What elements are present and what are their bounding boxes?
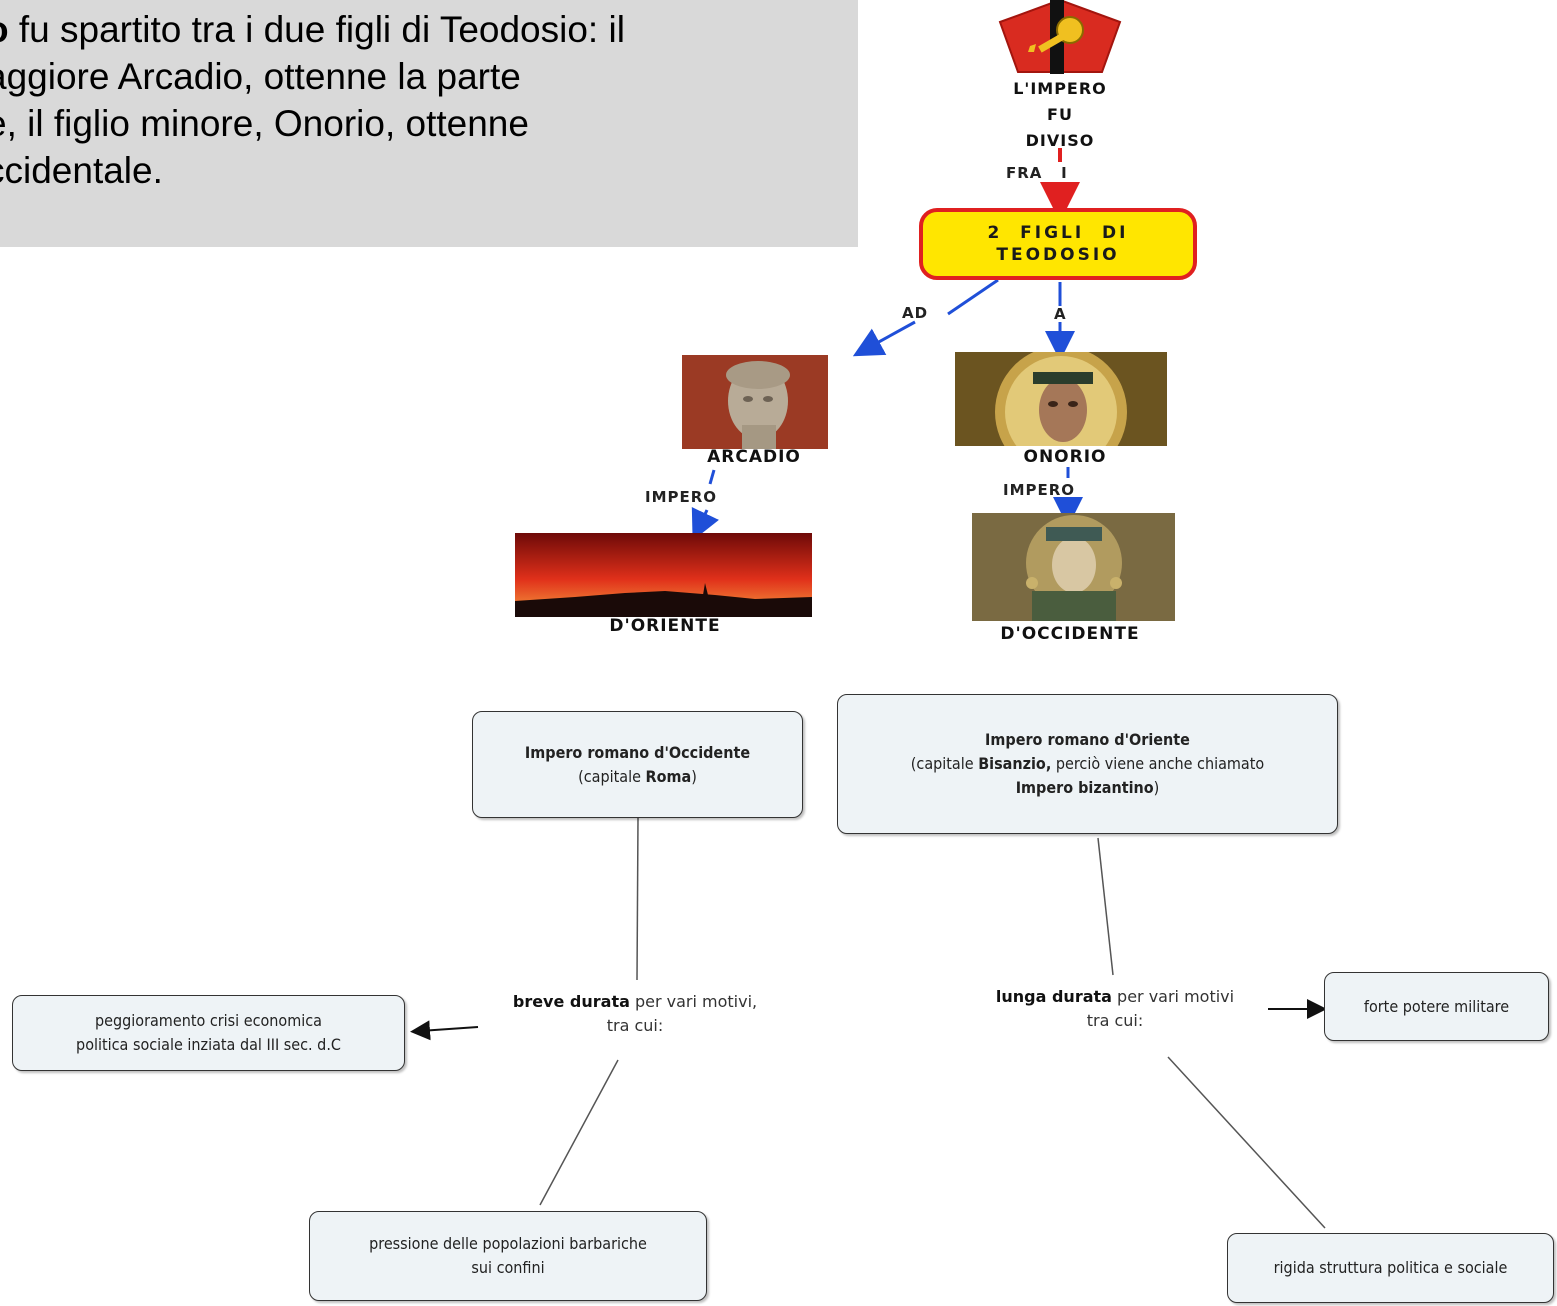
arcadio-label: ARCADIO [707,447,801,467]
rigida-struttura-label: rigida struttura politica e sociale [1273,1258,1508,1277]
lunga-line-2: tra cui: [1086,1011,1144,1030]
root-label-line-1: L'IMPERO [1013,79,1107,98]
connector-impero-oriente [691,507,719,541]
oriente-box-pre: (capitale [910,754,979,773]
mosaic-image [972,513,1175,621]
link-word-ad: AD [902,304,929,322]
onorio-portrait [955,352,1167,446]
oriente-empire-box: Impero romano d'Oriente (capitale Bisanz… [837,694,1338,834]
occidente-label: D'OCCIDENTE [1000,624,1140,644]
pressione-line-1: pressione delle popolazioni barbariche [369,1234,647,1253]
onorio-label: ONORIO [1023,447,1107,467]
oriente-box-post: ) [1153,778,1160,797]
oriente-box-title: Impero romano d'Oriente [985,730,1190,749]
connector-figli-ad [947,278,999,316]
occidente-box-title: Impero romano d'Occidente [524,742,751,762]
oriente-label: D'ORIENTE [609,616,721,636]
intro-paragraph: o fu spartito tra i due figli di Teodosi… [0,6,866,194]
occidente-empire-box: Impero romano d'Occidente (capitale Roma… [472,711,803,818]
lunga-bold: lunga durata [995,987,1112,1006]
forte-potere-label: forte potere militare [1363,996,1510,1016]
imperial-emblem-icon [998,0,1122,74]
arcadio-portrait-image [682,355,828,449]
breve-bold: breve durata [512,992,630,1011]
arcadio-portrait [682,355,828,449]
intro-text-panel [0,0,858,247]
intro-line-1: fu spartito tra i due figli di Teodosio:… [8,9,625,50]
connector-breve-peggioramento [410,1020,479,1041]
onorio-portrait-image [955,352,1167,446]
lunga-rest: per vari motivi [1111,987,1235,1006]
connector-oriente-lunga [1097,837,1114,976]
link-word-impero-left: IMPERO [645,488,718,506]
peggioramento-line-1: peggioramento crisi economica [94,1011,322,1030]
connector-lunga-rigida [1167,1056,1326,1229]
connector-ad-arcadio [852,320,916,357]
connector-arcadio-impero [708,469,716,485]
lunga-durata-node: lunga durata per vari motivi tra cui: [955,985,1275,1033]
link-word-fra: FRA I [1006,164,1068,182]
sunset-image [515,533,812,617]
forte-potere-box: forte potere militare [1324,972,1549,1041]
occidente-box-post: ) [691,766,697,786]
rigida-struttura-box: rigida struttura politica e sociale [1227,1233,1554,1303]
link-word-a: A [1054,305,1067,323]
intro-line-4: ccidentale. [0,150,163,191]
oriente-box-mid: perciò viene anche chiamato [1051,754,1265,773]
root-label-line-3: DIVISO [1025,131,1095,150]
oriente-sunset-image [515,533,812,617]
occidente-mosaic-image [972,513,1175,621]
link-word-impero-right: IMPERO [1003,481,1076,499]
figli-node-label: 2 FIGLI DI TEODOSIO [987,223,1129,265]
pressione-line-2: sui confini [471,1258,545,1277]
connector-breve-pressione [539,1059,619,1206]
oriente-box-capital: Bisanzio, [978,754,1052,773]
pressione-box: pressione delle popolazioni barbariche s… [309,1211,707,1301]
intro-line-3: e, il figlio minore, Onorio, ottenne [0,103,529,144]
peggioramento-line-2: politica sociale inziata dal III sec. d.… [76,1035,341,1054]
oriente-box-alt-name: Impero bizantino [1015,778,1154,797]
breve-line-2: tra cui: [606,1016,664,1035]
occidente-box-capital: Roma [645,766,692,786]
figli-di-teodosio-node: 2 FIGLI DI TEODOSIO [919,208,1197,280]
intro-bold-fragment: o [0,9,9,50]
breve-rest: per vari motivi, [629,992,758,1011]
root-node-label: L'IMPERO FU DIVISO [975,76,1145,154]
intro-line-2: aggiore Arcadio, ottenne la parte [0,56,521,97]
peggioramento-box: peggioramento crisi economica politica s… [12,995,405,1071]
occidente-box-pre: (capitale [578,766,646,786]
connector-occidente-breve [636,817,639,981]
root-label-line-2: FU [1047,105,1073,124]
breve-durata-node: breve durata per vari motivi, tra cui: [470,990,800,1038]
